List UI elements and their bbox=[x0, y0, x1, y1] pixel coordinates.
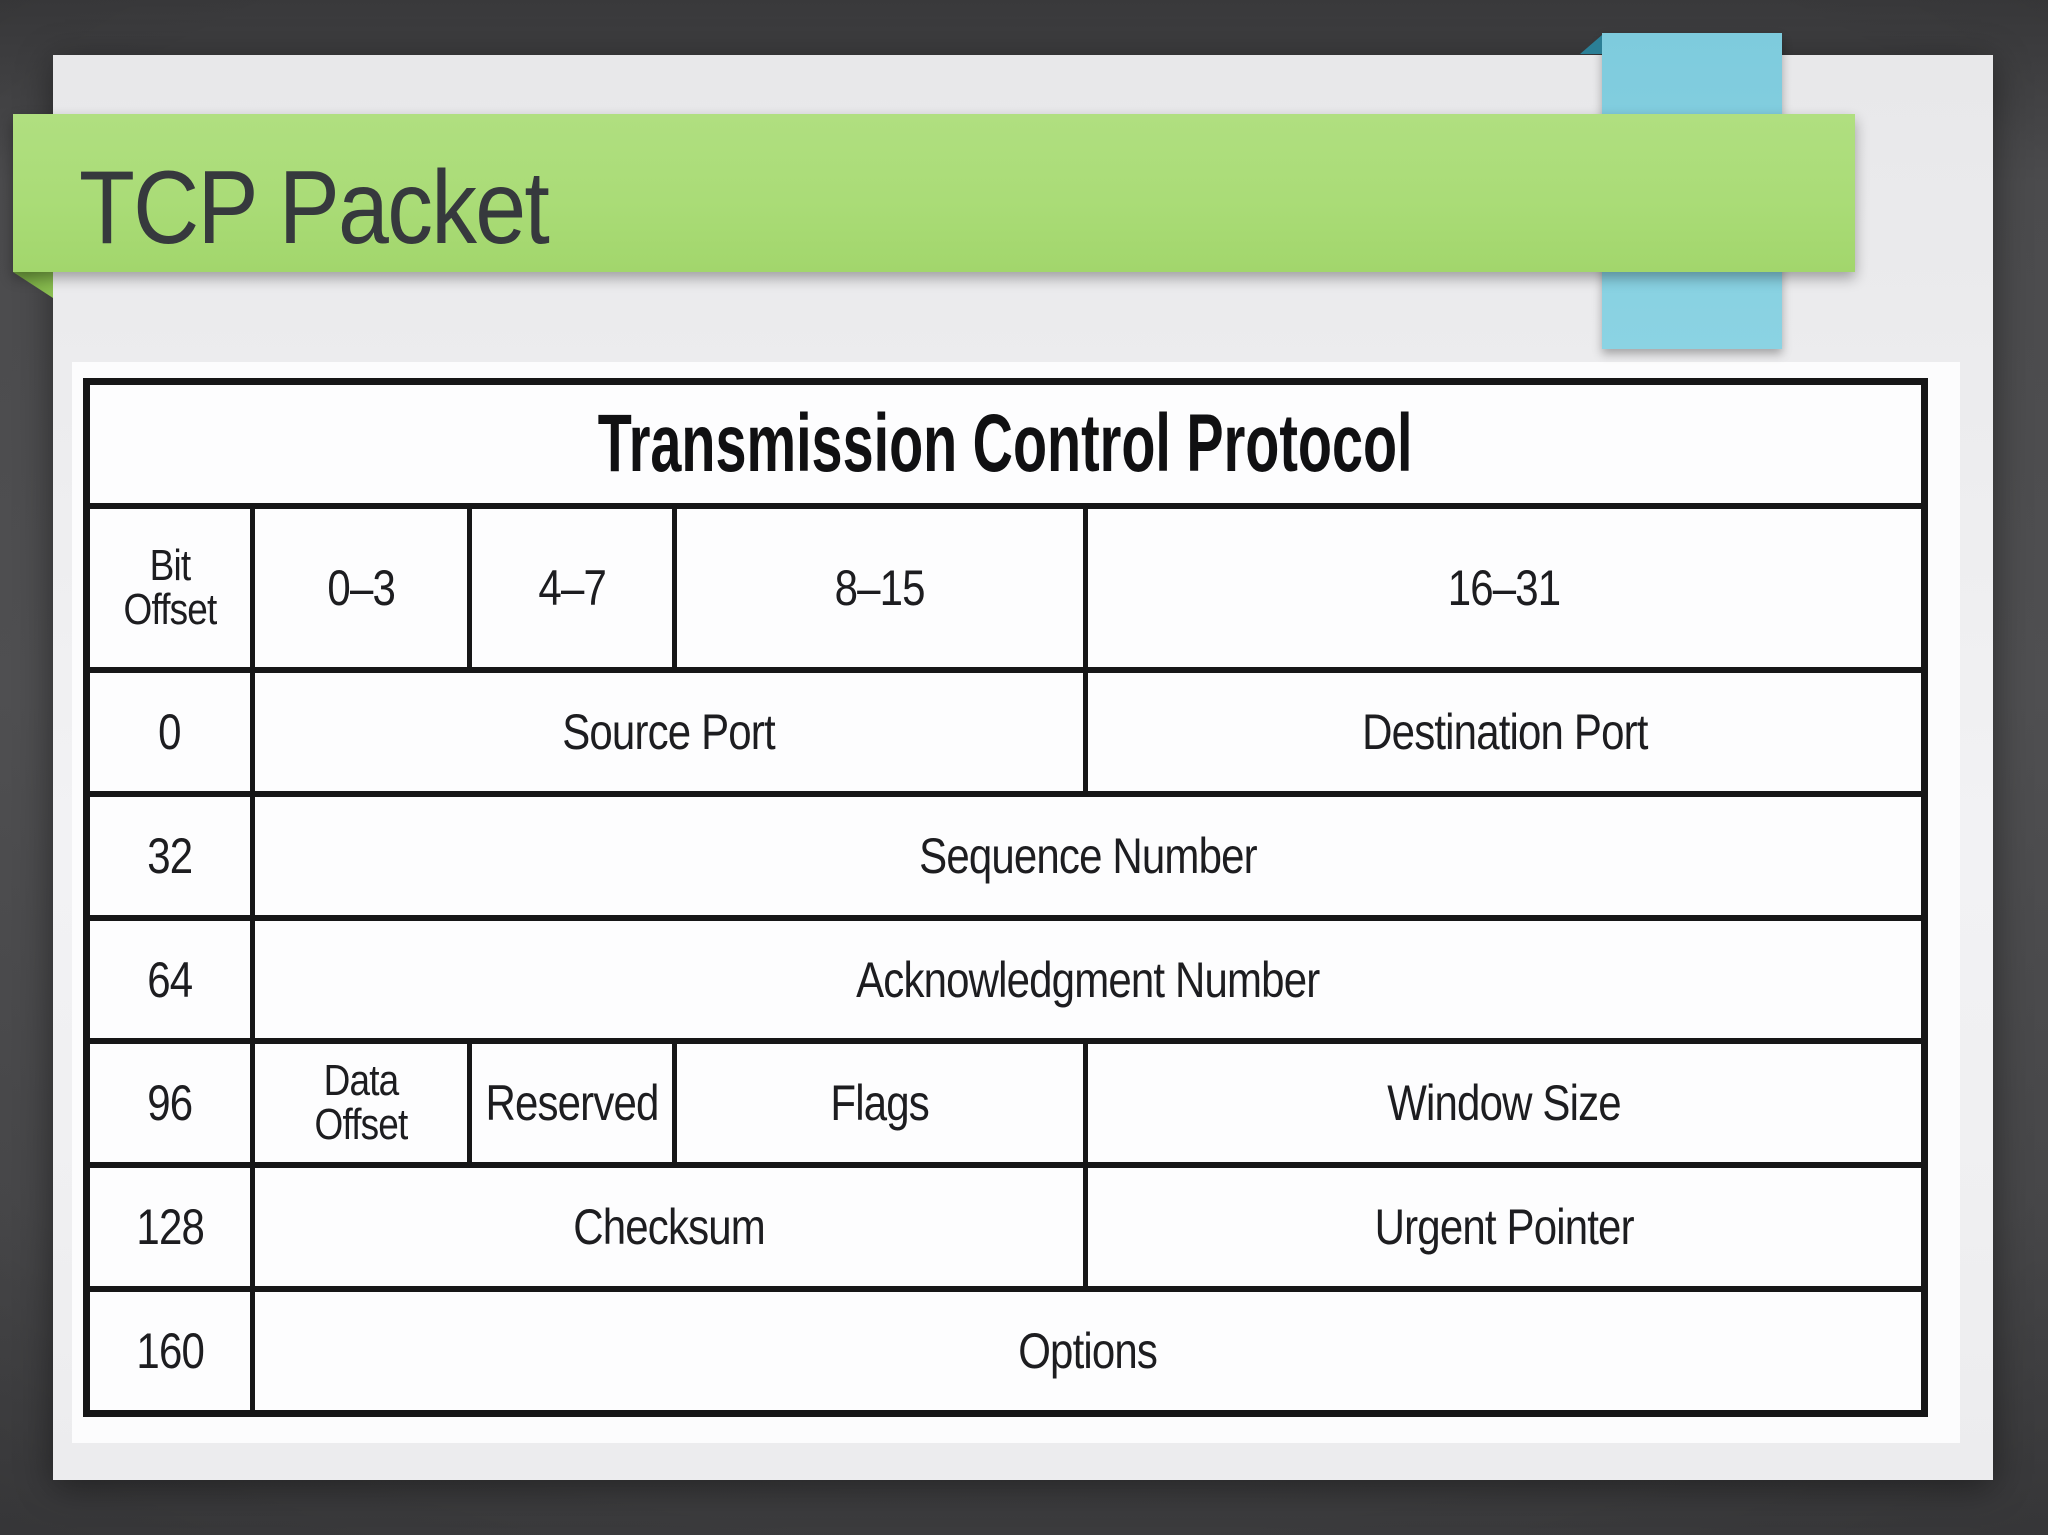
header-label: 4–7 bbox=[537, 560, 606, 616]
bit-offset-value: 160 bbox=[136, 1323, 204, 1380]
table-row-offset-96: 96 Data Offset Reserved Flags Window Siz… bbox=[90, 1038, 1921, 1163]
bit-offset-value: 32 bbox=[147, 827, 193, 884]
field-label: Options bbox=[1018, 1323, 1158, 1380]
row-offset-cell: 64 bbox=[90, 920, 255, 1039]
table-title: Transmission Control Protocol bbox=[598, 398, 1413, 489]
field-cell-window-size: Window Size bbox=[1088, 1044, 1921, 1162]
row-offset-cell: 160 bbox=[90, 1292, 255, 1410]
field-label: Sequence Number bbox=[919, 827, 1257, 884]
bit-offset-value: 128 bbox=[136, 1199, 204, 1256]
header-cell-bits-16-31: 16–31 bbox=[1088, 509, 1921, 667]
field-cell-destination-port: Destination Port bbox=[1088, 673, 1921, 791]
field-label: Reserved bbox=[485, 1075, 659, 1132]
row-offset-cell: 96 bbox=[90, 1044, 255, 1163]
table-row-offset-64: 64 Acknowledgment Number bbox=[90, 914, 1921, 1039]
field-cell-acknowledgment-number: Acknowledgment Number bbox=[255, 921, 1921, 1039]
header-cell-bits-4-7: 4–7 bbox=[472, 509, 677, 667]
bit-offset-value: 0 bbox=[158, 703, 182, 760]
table-row-offset-0: 0 Source Port Destination Port bbox=[90, 667, 1921, 791]
field-cell-source-port: Source Port bbox=[255, 673, 1088, 791]
row-offset-cell: 0 bbox=[90, 673, 255, 791]
header-label: Bit Offset bbox=[123, 541, 217, 634]
table-row-offset-32: 32 Sequence Number bbox=[90, 790, 1921, 915]
field-cell-options: Options bbox=[255, 1292, 1921, 1410]
field-cell-checksum: Checksum bbox=[255, 1168, 1088, 1287]
bit-offset-value: 64 bbox=[147, 951, 193, 1008]
row-offset-cell: 128 bbox=[90, 1168, 255, 1287]
header-label: 16–31 bbox=[1448, 560, 1561, 616]
field-cell-reserved: Reserved bbox=[472, 1044, 677, 1163]
field-cell-urgent-pointer: Urgent Pointer bbox=[1088, 1168, 1921, 1286]
title-banner-fold bbox=[13, 272, 53, 298]
field-label: Checksum bbox=[572, 1199, 766, 1256]
header-cell-bits-8-15: 8–15 bbox=[677, 509, 1088, 667]
header-cell-bit-offset: Bit Offset bbox=[90, 509, 255, 667]
field-label: Window Size bbox=[1387, 1075, 1622, 1132]
table-row-offset-128: 128 Checksum Urgent Pointer bbox=[90, 1162, 1921, 1287]
table-header-row: Bit Offset 0–3 4–7 8–15 16–31 bbox=[90, 503, 1921, 667]
field-label: Data Offset bbox=[314, 1056, 408, 1150]
row-offset-cell: 32 bbox=[90, 796, 255, 915]
field-label: Urgent Pointer bbox=[1374, 1199, 1635, 1256]
table-title-row: Transmission Control Protocol bbox=[90, 385, 1921, 503]
field-cell-flags: Flags bbox=[677, 1044, 1088, 1163]
header-label: 0–3 bbox=[326, 560, 395, 616]
field-cell-sequence-number: Sequence Number bbox=[255, 797, 1921, 915]
header-label: 8–15 bbox=[834, 560, 926, 616]
field-label: Source Port bbox=[562, 703, 776, 760]
slide-title: TCP Packet bbox=[79, 149, 550, 266]
field-label: Acknowledgment Number bbox=[856, 951, 1320, 1008]
table-row-offset-160: 160 Options bbox=[90, 1286, 1921, 1410]
bit-offset-value: 96 bbox=[147, 1075, 193, 1132]
title-banner: TCP Packet bbox=[13, 114, 1855, 272]
tcp-header-table: Transmission Control Protocol Bit Offset… bbox=[83, 378, 1928, 1417]
field-label: Flags bbox=[830, 1075, 930, 1132]
header-cell-bits-0-3: 0–3 bbox=[255, 509, 472, 667]
field-label: Destination Port bbox=[1361, 703, 1648, 760]
field-cell-data-offset: Data Offset bbox=[255, 1044, 472, 1163]
blue-ribbon-fold bbox=[1580, 35, 1602, 54]
